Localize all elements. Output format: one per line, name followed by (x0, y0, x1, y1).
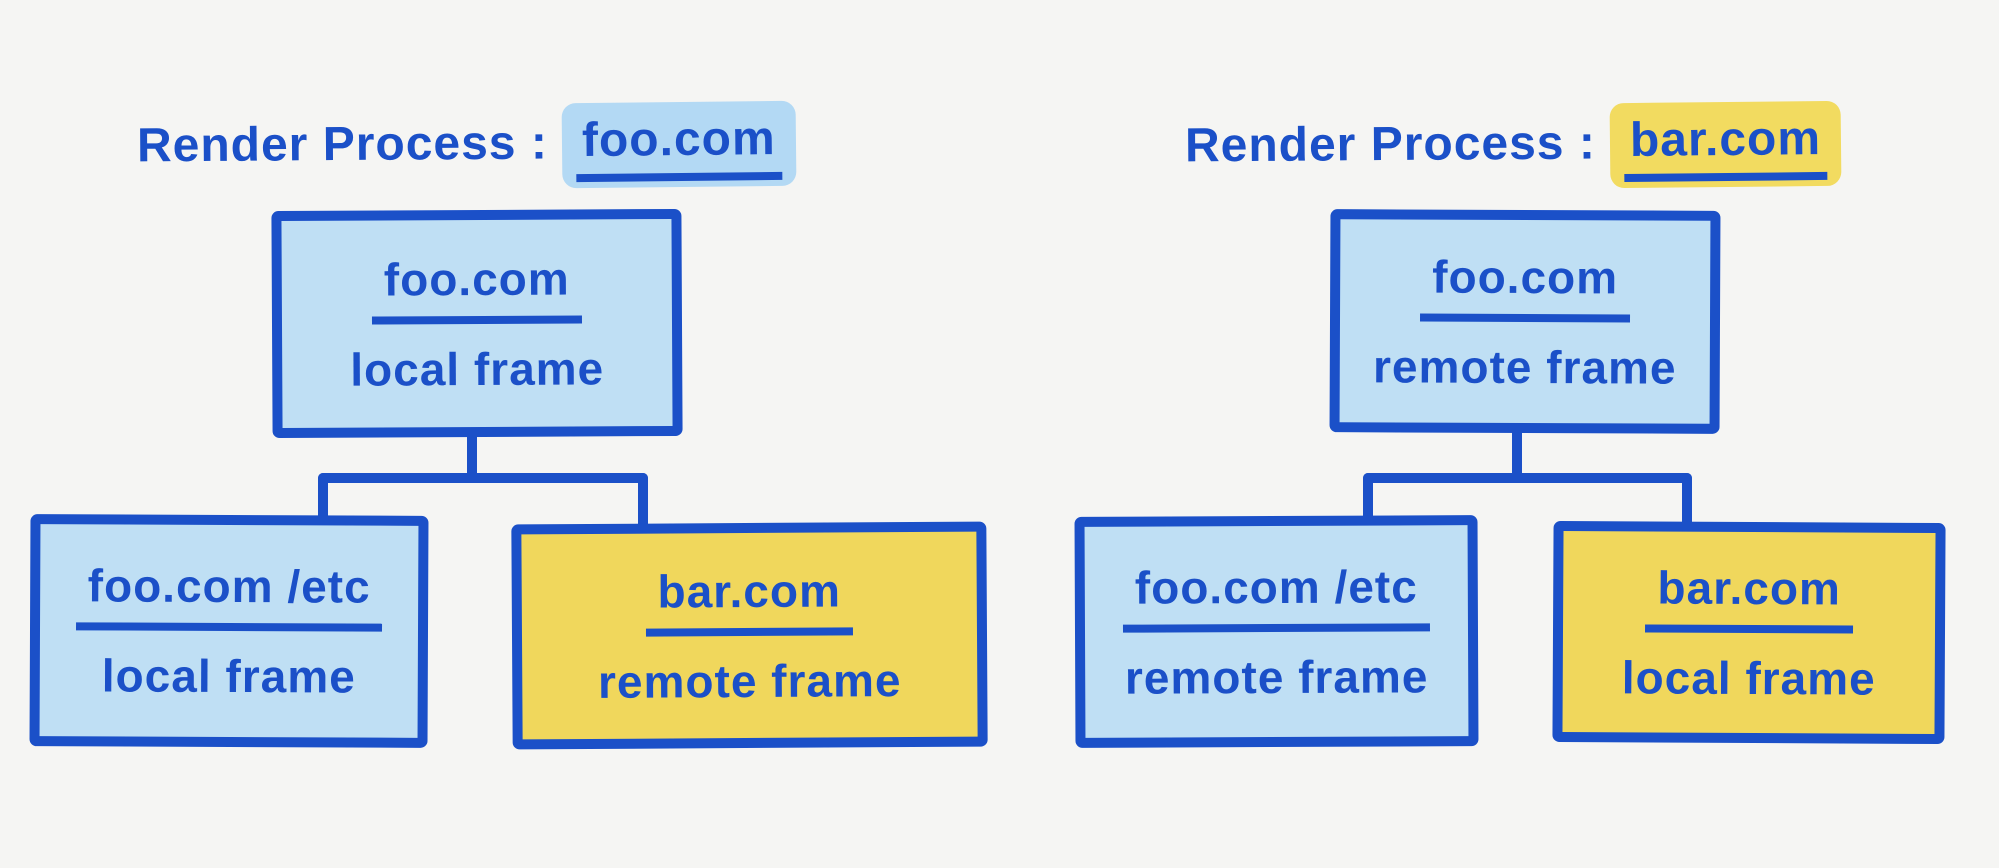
node-domain: bar.com (1645, 559, 1854, 634)
title-domain: foo.com (575, 110, 782, 182)
connector-stem (1512, 427, 1522, 483)
frame-node-foo-root: foo.com local frame (271, 208, 683, 439)
connector-drop-left (318, 473, 328, 521)
frame-node-foo-etc: foo.com /etc local frame (29, 514, 429, 748)
frame-node-foo-root-remote: foo.com remote frame (1329, 209, 1721, 434)
connector-stem (467, 431, 477, 483)
connector-bar (1363, 473, 1692, 483)
connector-bar (318, 473, 648, 483)
title-domain: bar.com (1623, 110, 1828, 182)
connector-drop-right (1682, 473, 1692, 527)
node-domain: foo.com /etc (1122, 558, 1430, 633)
panel-title-foo: Render Process : foo.com (136, 100, 796, 189)
node-frame-type: remote frame (1124, 649, 1429, 704)
node-frame-type: local frame (101, 649, 356, 703)
node-frame-type: remote frame (1372, 339, 1677, 394)
node-frame-type: local frame (1621, 650, 1876, 705)
panel-title-bar: Render Process : bar.com (1184, 100, 1842, 189)
frame-node-bar-local: bar.com local frame (1552, 520, 1946, 745)
node-domain: bar.com (645, 562, 854, 637)
node-domain: foo.com (371, 250, 582, 325)
node-domain-text: bar.com (645, 562, 854, 637)
node-domain: foo.com /etc (75, 558, 383, 632)
title-prefix: Render Process : (136, 116, 549, 173)
connector-drop-left (1363, 473, 1373, 521)
node-domain-text: bar.com (1645, 559, 1854, 634)
node-domain: foo.com (1420, 249, 1631, 322)
frame-node-foo-etc-remote: foo.com /etc remote frame (1074, 515, 1479, 748)
node-domain-text: foo.com (1420, 249, 1631, 322)
node-domain-text: foo.com /etc (1122, 558, 1430, 633)
node-frame-type: remote frame (597, 653, 902, 708)
frame-node-bar-remote: bar.com remote frame (511, 521, 988, 750)
node-frame-type: local frame (350, 341, 605, 396)
node-domain-text: foo.com (371, 250, 582, 325)
title-domain-highlight: foo.com (561, 100, 796, 189)
title-prefix: Render Process : (1184, 116, 1597, 173)
node-domain-text: foo.com /etc (75, 558, 383, 632)
title-domain-highlight: bar.com (1609, 100, 1842, 189)
connector-drop-right (638, 473, 648, 529)
